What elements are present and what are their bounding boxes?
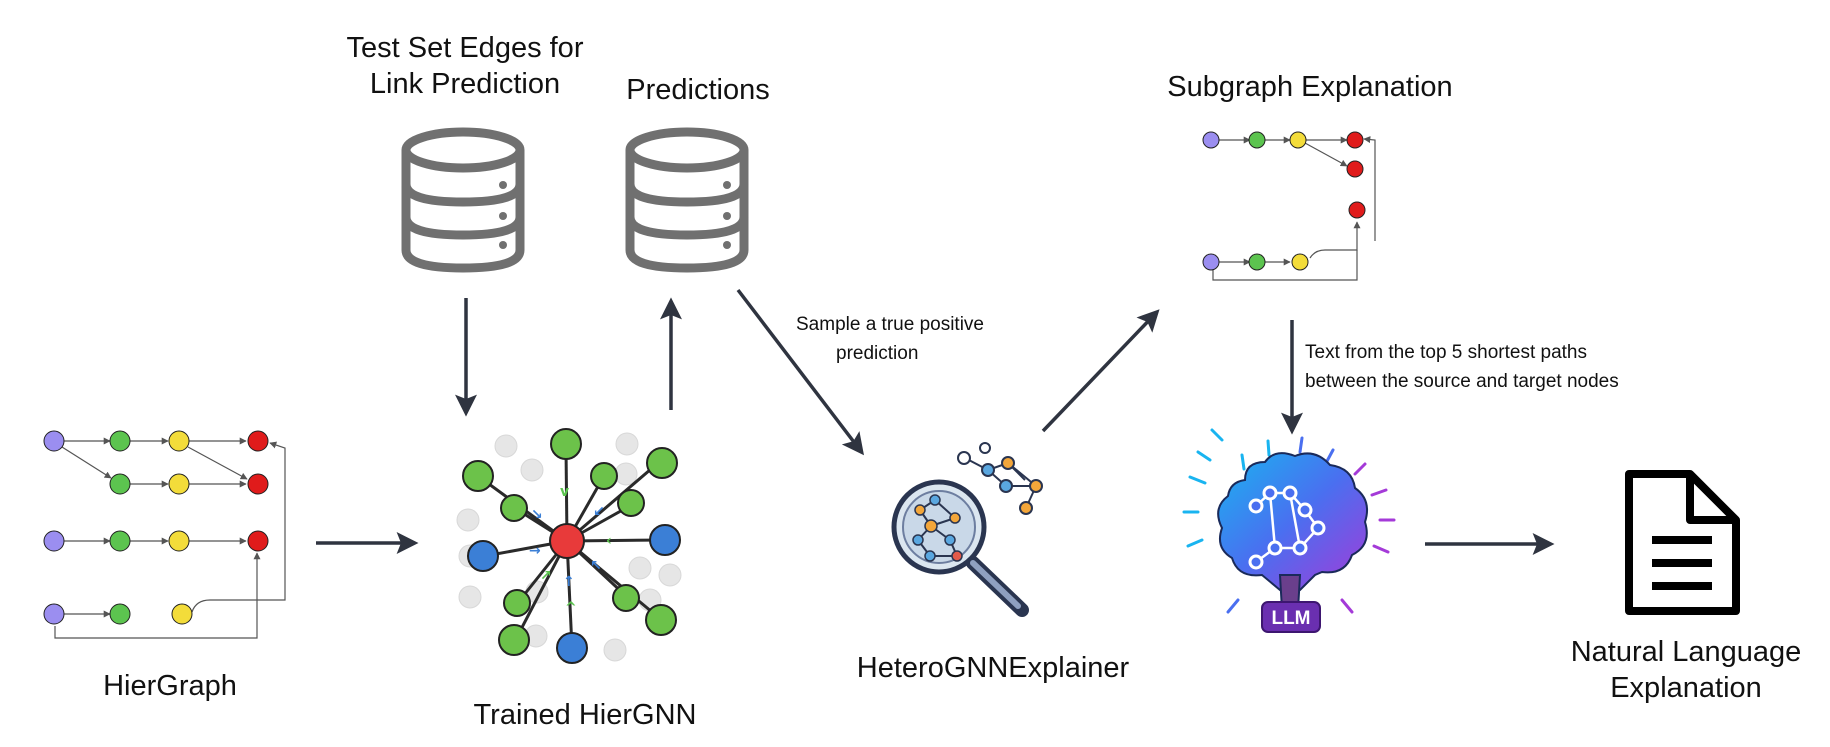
svg-text:↑: ↑ xyxy=(563,574,575,590)
test-set-title-line-1: Test Set Edges for xyxy=(346,32,584,64)
gnn-network-icon: v ↙ ‹ ↘ → ↗ ↑ ^ ↖ xyxy=(456,428,682,664)
svg-text:^: ^ xyxy=(565,600,577,616)
svg-text:↖: ↖ xyxy=(590,558,602,574)
natural-language-line-1: Natural Language xyxy=(1570,636,1802,668)
svg-text:v: v xyxy=(560,484,569,500)
subgraph-explanation-title: Subgraph Explanation xyxy=(1167,71,1453,103)
brain-llm-icon: LLM xyxy=(1182,428,1396,633)
magnifying-glass-network-icon xyxy=(891,442,1043,617)
flow-arrows xyxy=(316,288,1555,555)
sample-line-1: Sample a true positive xyxy=(796,314,984,335)
paths-line-1: Text from the top 5 shortest paths xyxy=(1305,342,1587,363)
test-set-title-line-2: Link Prediction xyxy=(369,68,561,100)
predictions-title: Predictions xyxy=(626,74,770,106)
arrow-explainer-to-subgraph xyxy=(1041,309,1160,433)
trained-hiergnn-title: Trained HierGNN xyxy=(473,699,697,731)
svg-text:↙: ↙ xyxy=(593,504,605,520)
test-set-edges-title: Test Set Edges for Link Prediction xyxy=(330,30,600,102)
arrow-predictions-to-explainer xyxy=(736,288,865,456)
shortest-paths-annotation: Text from the top 5 shortest paths betwe… xyxy=(1305,338,1619,396)
database-icon xyxy=(401,127,525,273)
sample-line-2: prediction xyxy=(836,343,919,364)
subgraph-explanation-diagram xyxy=(1202,131,1376,281)
hetero-explainer-title: HeteroGNNExplainer xyxy=(856,652,1130,684)
document-icon xyxy=(1625,470,1740,615)
hiergraph-nodes xyxy=(43,430,269,625)
svg-text:‹: ‹ xyxy=(606,533,612,549)
svg-text:↘: ↘ xyxy=(531,507,543,523)
svg-text:→: → xyxy=(529,543,541,559)
natural-language-explanation-title: Natural Language Explanation xyxy=(1546,634,1826,706)
hiergraph-title: HierGraph xyxy=(103,670,237,702)
database-icon xyxy=(625,127,749,273)
paths-line-2: between the source and target nodes xyxy=(1305,371,1619,392)
sample-true-positive-annotation: Sample a true positive prediction xyxy=(796,310,984,368)
natural-language-line-2: Explanation xyxy=(1610,672,1762,704)
llm-badge-label: LLM xyxy=(1271,608,1310,629)
svg-text:↗: ↗ xyxy=(540,568,552,584)
hiergraph-diagram xyxy=(43,430,286,639)
